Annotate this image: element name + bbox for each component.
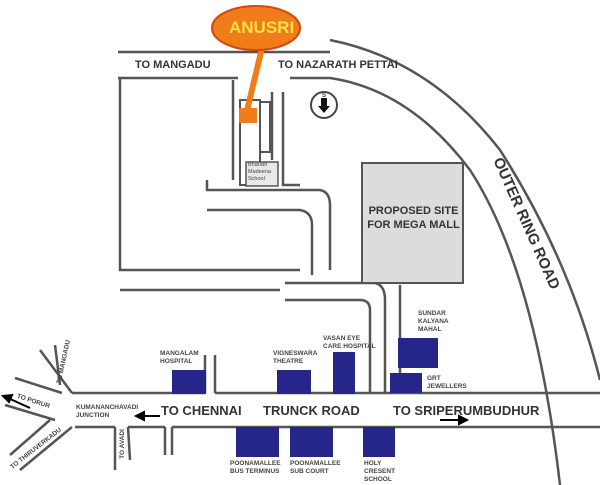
outer-ring-road-edge	[329, 76, 562, 485]
marker-pointer	[243, 47, 265, 116]
landmark-label: VIGNESWARA THEATRE	[273, 350, 318, 365]
grt-jewellers-building	[390, 373, 422, 393]
landmark-label: HOLY CRESENT SCHOOL	[364, 460, 396, 483]
road-label: TO MANGADU	[135, 59, 211, 71]
proposed-site-label: PROPOSED SITE FOR MEGA MALL	[367, 205, 460, 231]
landmark-label: VASAN EYE CARE HOSPITAL	[323, 335, 376, 350]
sundar-kalyana-mahal-building	[398, 338, 438, 368]
landmark-label: POONAMALLEE SUB COURT	[290, 460, 341, 475]
vigneswara-theatre-building	[277, 370, 311, 394]
landmark-label: MANGALAM HOSPITAL	[160, 350, 199, 365]
compass-n: S	[322, 93, 327, 99]
outer-ring-road-edge	[329, 38, 600, 381]
bus-terminus-building	[236, 427, 279, 457]
school-block	[245, 161, 279, 187]
holy-cresent-building	[363, 427, 395, 457]
marker-label: ANUSRI	[229, 18, 295, 37]
road-label: TO NAZARATH PETTAI	[278, 59, 398, 71]
landmark-label: POONAMALLEE BUS TERMINUS	[230, 460, 281, 475]
compass-icon	[310, 91, 338, 119]
anusri-bubble	[211, 5, 301, 51]
landmark-label: GRT JEWELLERS	[427, 375, 467, 390]
property-marker	[239, 108, 257, 123]
proposed-site-block	[361, 162, 464, 284]
road-label: TRUNCK ROAD	[263, 403, 360, 418]
junction-label: KUMANANCHAVADI JUNCTION	[76, 404, 139, 419]
vasan-eye-care-building	[333, 352, 355, 394]
school-label: Bharath Madeena School	[248, 162, 271, 182]
sub-court-building	[290, 427, 333, 457]
road-label: TO CHENNAI	[161, 403, 242, 418]
landmark-label: SUNDAR KALYANA MAHAL	[418, 310, 449, 333]
road-label: TO AVADI	[118, 429, 126, 459]
mangalam-hospital-building	[172, 370, 206, 394]
road-label: TO SRIPERUMBUDHUR	[393, 403, 540, 418]
